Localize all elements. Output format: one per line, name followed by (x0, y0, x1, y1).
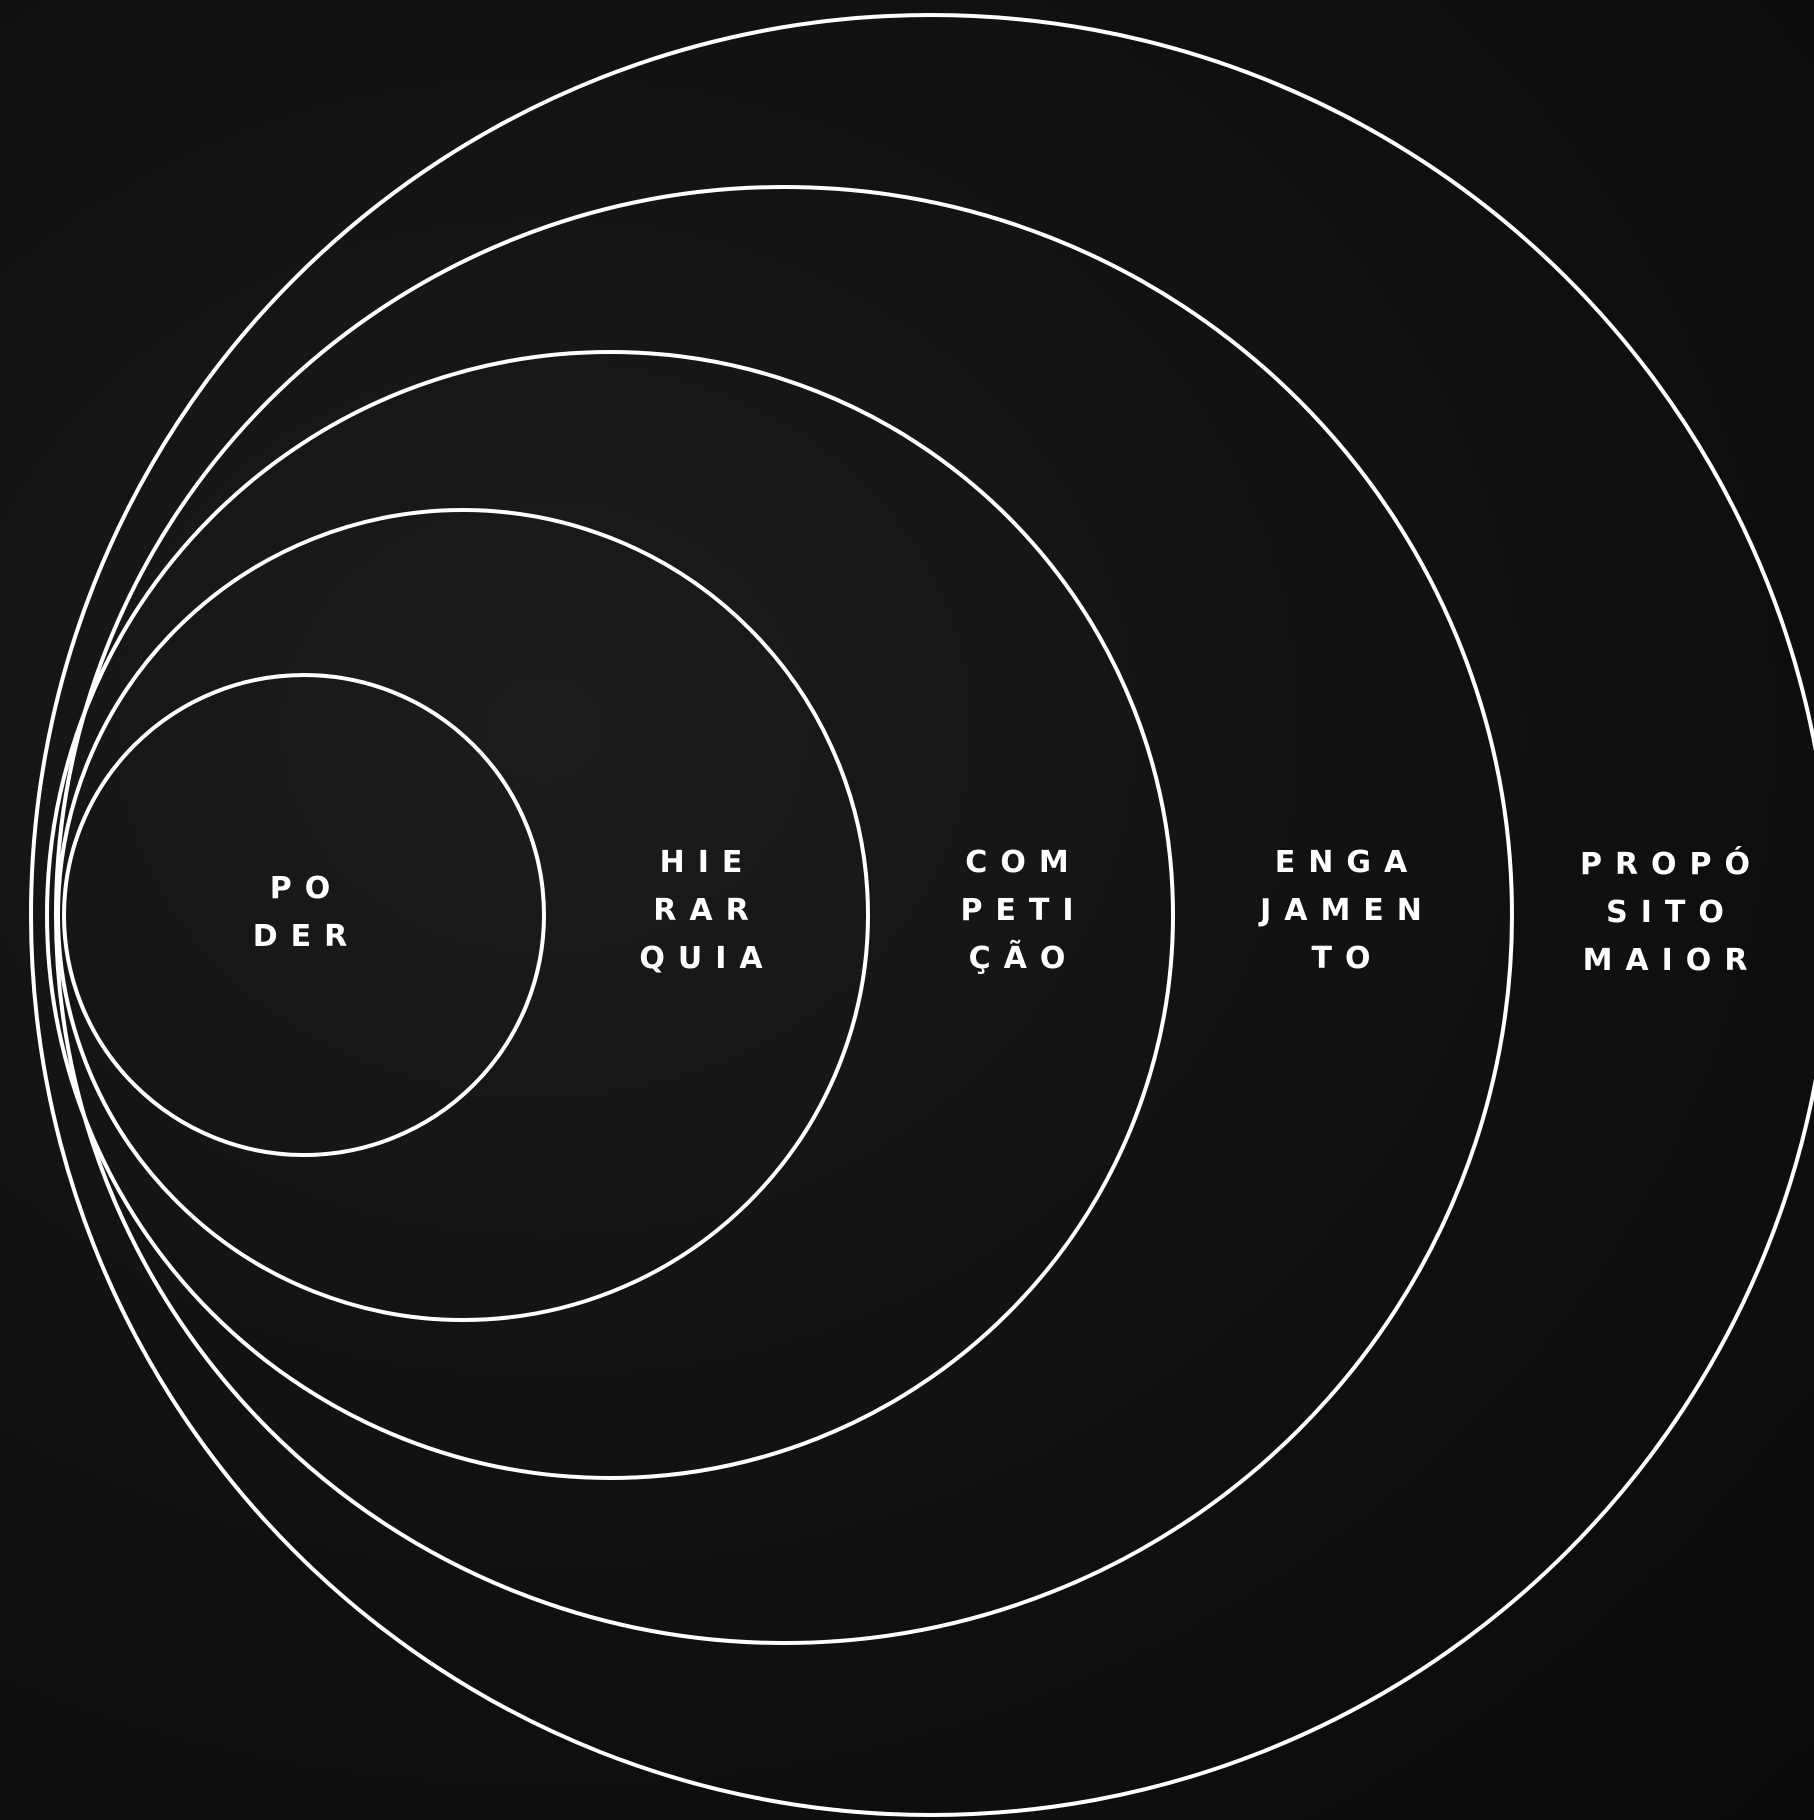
label-proposito-maior: PROPÓ SITO MAIOR (1580, 841, 1750, 985)
label-line: ÇÃO (960, 935, 1086, 983)
label-line: HIE (639, 839, 775, 887)
label-line: PETI (960, 887, 1086, 935)
label-line: DER (253, 913, 361, 961)
label-line: COM (960, 839, 1086, 887)
label-line: TO (1260, 935, 1435, 983)
label-line: RAR (639, 887, 775, 935)
label-engajamento: ENGA JAMEN TO (1260, 839, 1422, 983)
label-line: MAIOR (1580, 937, 1763, 985)
label-hierarquia: HIE RAR QUIA (639, 839, 762, 983)
label-line: PROPÓ (1580, 841, 1763, 889)
label-line: PO (253, 865, 361, 913)
label-line: SITO (1580, 889, 1763, 937)
label-competicao: COM PETI ÇÃO (960, 839, 1073, 983)
label-line: JAMEN (1260, 887, 1435, 935)
label-line: QUIA (639, 935, 775, 983)
label-line: ENGA (1260, 839, 1435, 887)
label-poder: PO DER (253, 865, 348, 961)
